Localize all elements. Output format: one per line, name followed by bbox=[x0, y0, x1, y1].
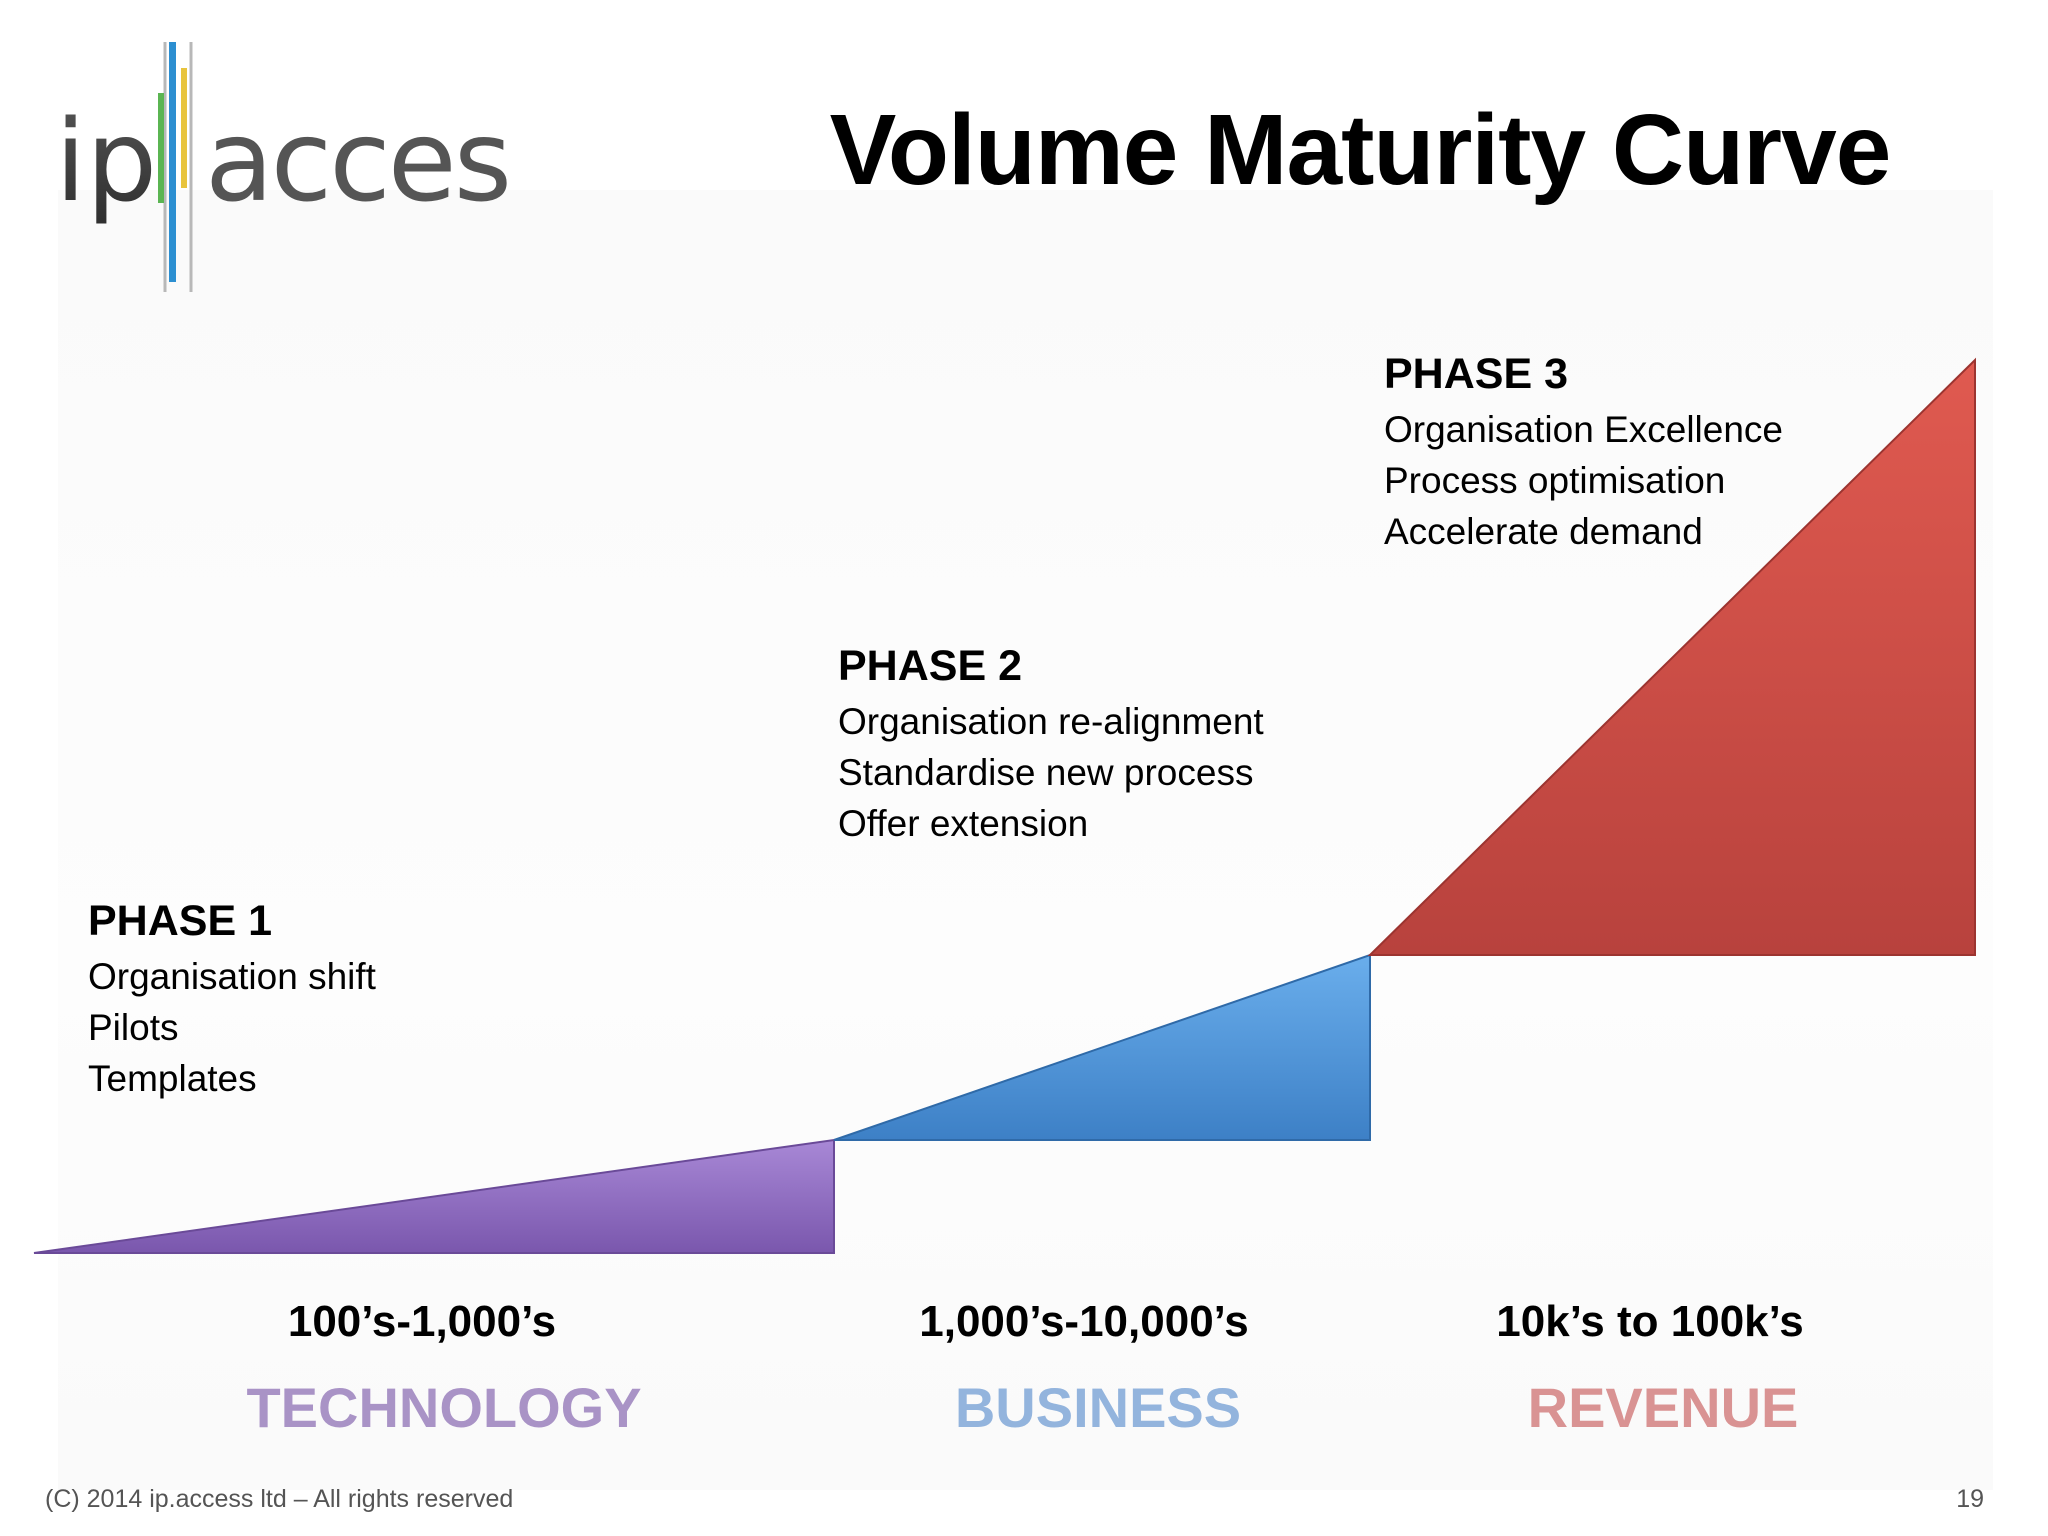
phase-3-heading: PHASE 3 bbox=[1384, 350, 1569, 398]
stage-1-volume: 100’s-1,000’s bbox=[287, 1297, 557, 1346]
phase1-wedge bbox=[33, 1138, 835, 1254]
logo-yellow-bar bbox=[181, 68, 187, 188]
phase3-wedge bbox=[1367, 357, 1976, 956]
phase2-wedge bbox=[833, 953, 1371, 1141]
stage-2-category: BUSINESS bbox=[954, 1376, 1242, 1439]
phase-2-block: PHASE 2 Organisation re-alignment Standa… bbox=[838, 641, 1264, 849]
stage-3-volume: 10k’s to 100k’s bbox=[1496, 1297, 1804, 1346]
phase-1-block: PHASE 1 Organisation shift Pilots Templa… bbox=[88, 896, 376, 1104]
phase-2-heading: PHASE 2 bbox=[838, 642, 1023, 690]
page-number: 19 bbox=[1956, 1485, 1984, 1513]
slide-title: Volume Maturity Curve bbox=[829, 94, 1892, 206]
phase-1-line: Organisation shift bbox=[88, 956, 376, 997]
phase-3-block: PHASE 3 Organisation Excellence Process … bbox=[1384, 349, 1783, 557]
phase-2-line: Standardise new process bbox=[838, 752, 1254, 793]
logo-blue-bar bbox=[169, 42, 176, 282]
stage-1-category: TECHNOLOGY bbox=[246, 1376, 642, 1439]
phase-2-line: Organisation re-alignment bbox=[838, 701, 1264, 742]
logo-text-ip: ip bbox=[55, 97, 157, 227]
stage-2-volume: 1,000’s-10,000’s bbox=[919, 1297, 1249, 1346]
stage-3-category: REVENUE bbox=[1527, 1376, 1799, 1439]
phase-1-line: Templates bbox=[88, 1058, 257, 1099]
phase-1-heading: PHASE 1 bbox=[88, 897, 273, 945]
phase-1-line: Pilots bbox=[88, 1007, 179, 1048]
phase-2-line: Offer extension bbox=[838, 803, 1089, 844]
ip-access-logo: ip access bbox=[55, 42, 515, 292]
logo-green-bar bbox=[158, 93, 164, 203]
logo-text-access: access bbox=[205, 97, 515, 227]
copyright-notice: (C) 2014 ip.access ltd – All rights rese… bbox=[45, 1485, 514, 1513]
phase-3-line: Process optimisation bbox=[1384, 460, 1726, 501]
phase-3-line: Accelerate demand bbox=[1384, 511, 1703, 552]
phase-3-line: Organisation Excellence bbox=[1384, 409, 1783, 450]
